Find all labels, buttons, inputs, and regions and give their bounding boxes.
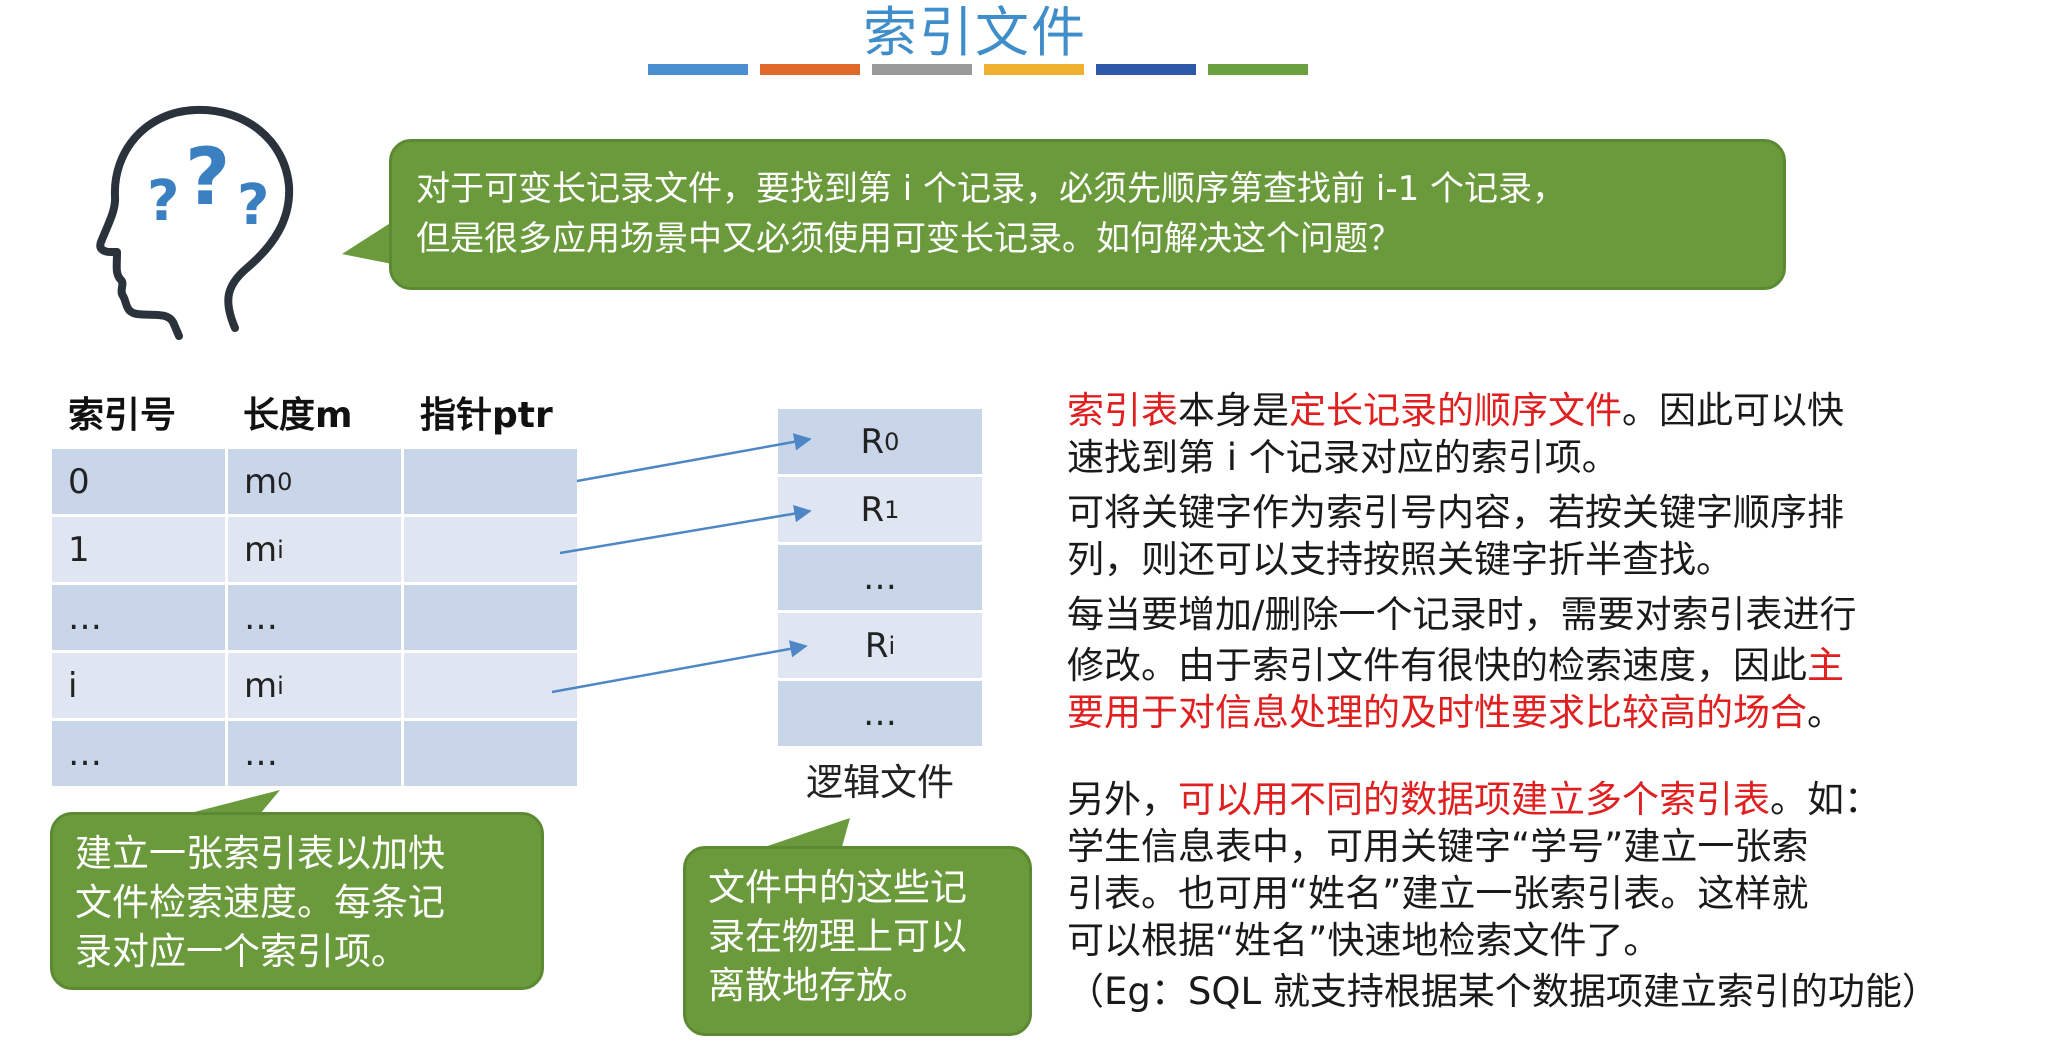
question-line-2: 但是很多应用场景中又必须使用可变长记录。如何解决这个问题？	[416, 219, 1402, 259]
index-table-callout: 建立一张索引表以加快 文件检索速度。每条记 录对应一个索引项。	[50, 812, 544, 990]
table-cell-index: i	[52, 653, 228, 721]
callout-line: 录对应一个索引项。	[75, 930, 408, 973]
table-cell-index: 1	[52, 517, 228, 585]
title-color-bar	[984, 64, 1084, 75]
head-with-question-marks-icon: ? ? ?	[96, 105, 294, 340]
paragraph-1-line-1: 索引表本身是定长记录的顺序文件。因此可以快	[1067, 389, 1844, 432]
callout-line: 文件检索速度。每条记	[75, 881, 445, 924]
question-bubble: 对于可变长记录文件，要找到第 i 个记录，必须先顺序第查找前 i-1 个记录， …	[389, 139, 1786, 290]
example-note: （Eg：SQL 就支持根据某个数据项建立索引的功能）	[1067, 970, 1939, 1013]
page-title: 索引文件	[863, 1, 1087, 64]
paragraph-2-line-2: 列，则还可以支持按照关键字折半查找。	[1067, 538, 1733, 581]
pointer-arrow	[559, 504, 812, 555]
table-cell-length: …	[228, 585, 404, 653]
table-cell-pointer	[404, 585, 580, 653]
callout-line: 文件中的这些记	[708, 866, 967, 909]
question-line-1: 对于可变长记录文件，要找到第 i 个记录，必须先顺序第查找前 i-1 个记录，	[416, 169, 1567, 209]
paragraph-4-line-1: 另外，可以用不同的数据项建立多个索引表。如：	[1067, 778, 1881, 821]
table-cell-pointer	[404, 517, 580, 585]
table-cell-index: …	[52, 585, 228, 653]
title-color-bar	[760, 64, 860, 75]
question-bubble-tail	[342, 222, 392, 264]
callout-line: 录在物理上可以	[708, 915, 967, 958]
svg-text:?: ?	[237, 173, 269, 238]
paragraph-3-line-3: 要用于对信息处理的及时性要求比较高的场合。	[1067, 691, 1844, 734]
pointer-arrows	[551, 433, 812, 694]
header-index-no: 索引号	[68, 395, 177, 436]
header-pointer: 指针ptr	[420, 395, 553, 436]
paragraph-2-line-1: 可将关键字作为索引号内容，若按关键字顺序排	[1067, 491, 1844, 534]
pointer-arrow	[576, 433, 812, 483]
table-cell-length: …	[228, 721, 404, 789]
table-cell-pointer	[404, 653, 580, 721]
svg-text:?: ?	[147, 169, 179, 234]
paragraph-4-line-2: 学生信息表中，可用关键字“学号”建立一张索	[1067, 825, 1809, 868]
callout-line: 建立一张索引表以加快	[75, 832, 445, 875]
title-color-bar	[1208, 64, 1308, 75]
logic-file-label: 逻辑文件	[806, 761, 954, 804]
pointer-arrow	[551, 640, 808, 694]
logic-record-cell: …	[778, 545, 982, 613]
table-cell-index: 0	[52, 449, 228, 517]
header-length: 长度m	[243, 395, 353, 436]
paragraph-4-line-3: 引表。也可用“姓名”建立一张索引表。这样就	[1067, 872, 1809, 915]
paragraph-3-line-1: 每当要增加/删除一个记录时，需要对索引表进行	[1067, 593, 1857, 636]
logic-record-cell: …	[778, 681, 982, 749]
paragraph-3-line-2: 修改。由于索引文件有很快的检索速度，因此主	[1067, 644, 1844, 687]
title-color-bar	[872, 64, 972, 75]
title-color-bar	[1096, 64, 1196, 75]
paragraph-4-line-4: 可以根据“姓名”快速地检索文件了。	[1067, 919, 1661, 962]
svg-text:?: ?	[185, 133, 230, 223]
callout-line: 离散地存放。	[708, 964, 930, 1007]
table-cell-pointer	[404, 449, 580, 517]
paragraph-1-line-2: 速找到第 i 个记录对应的索引项。	[1067, 436, 1619, 479]
table-cell-pointer	[404, 721, 580, 789]
title-color-bar	[648, 64, 748, 75]
logic-file-callout: 文件中的这些记 录在物理上可以 离散地存放。	[683, 846, 1032, 1036]
table-cell-index: …	[52, 721, 228, 789]
bubble-mid-tail	[744, 818, 850, 854]
explanation-text: 索引表本身是定长记录的顺序文件。因此可以快 速找到第 i 个记录对应的索引项。 …	[1067, 387, 1967, 1015]
